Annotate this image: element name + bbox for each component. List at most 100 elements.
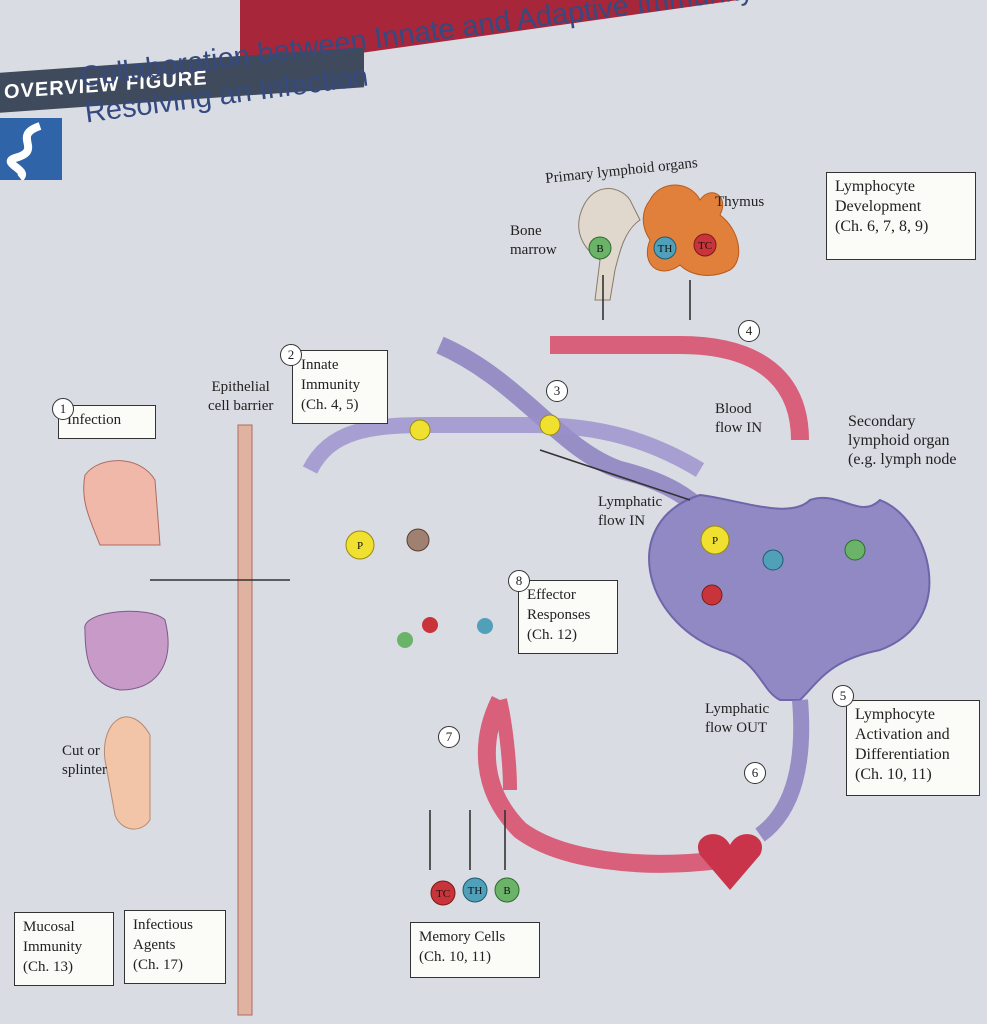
b-label-marrow: B [596, 243, 603, 255]
epithelial-label-2: cell barrier [208, 398, 274, 414]
blood-vessel-left [493, 698, 517, 791]
box-line: (Ch. 4, 5) [301, 397, 359, 413]
blood-flow-in-label: Blood flow IN [715, 400, 762, 438]
node-tc-cell [701, 584, 723, 606]
cut-label-2: splinter [62, 762, 107, 778]
apc-cell-2 [409, 419, 431, 441]
step-8-marker: 8 [508, 570, 530, 592]
lymphatic-out-label-2: flow OUT [705, 720, 768, 736]
b-cell-marrow [588, 236, 612, 260]
arrows-group [150, 275, 691, 870]
secondary-label-3: (e.g. lymph node [848, 451, 957, 468]
innate-immunity-box: Innate Immunity (Ch. 4, 5) [292, 350, 388, 424]
secondary-label-2: lymphoid organ [848, 432, 950, 449]
memory-th-cell [462, 877, 488, 903]
river-logo-icon [0, 118, 62, 180]
lymphatic-out-vessel [755, 699, 810, 842]
cut-label: Cut or splinter [62, 742, 107, 780]
box-line: (Ch. 13) [23, 959, 73, 975]
p-label-apc: P [357, 540, 363, 552]
tc-label-memory: TC [436, 888, 450, 900]
step-1-marker: 1 [52, 398, 74, 420]
box-line: Effector [527, 587, 576, 603]
lymphatic-in-label: Lymphatic flow IN [598, 493, 662, 531]
box-line: Immunity [301, 377, 361, 393]
river-logo-graphic [6, 122, 42, 180]
lymphocyte-development-box: Lymphocyte Development (Ch. 6, 7, 8, 9) [826, 172, 976, 260]
memory-cells-box: Memory Cells (Ch. 10, 11) [410, 922, 540, 978]
box-line: Agents [133, 937, 176, 953]
heart-shape [697, 834, 763, 890]
b-label-memory: B [503, 885, 510, 897]
epithelial-label-1: Epithelial [211, 379, 270, 395]
node-b-cell [844, 539, 866, 561]
lymphatic-vessel-upper [302, 417, 705, 477]
blood-flow-in-label-1: Blood [715, 401, 752, 417]
apc-cell-node [700, 525, 730, 555]
node-th-cell [762, 549, 784, 571]
apc-cell-3 [539, 414, 561, 436]
mucosal-immunity-box: Mucosal Immunity (Ch. 13) [14, 912, 114, 986]
box-line: Infectious [133, 917, 193, 933]
memory-tc-cell [430, 880, 456, 906]
step-5-marker: 5 [832, 685, 854, 707]
arrow-lymph-to-node [539, 449, 691, 501]
box-line: (Ch. 17) [133, 957, 183, 973]
blood-vessel-out [477, 695, 722, 873]
box-line: Lymphocyte [835, 178, 915, 195]
memory-b-cell [494, 877, 520, 903]
lymphatic-in-label-2: flow IN [598, 513, 646, 529]
tc-label-thymus: TC [698, 240, 712, 252]
box-line: Activation and [855, 726, 950, 743]
face-shape [83, 460, 161, 546]
step-2-marker: 2 [280, 344, 302, 366]
bone-marrow-label: Bone marrow [510, 222, 557, 260]
box-line: Innate [301, 357, 339, 373]
th-cell-thymus [653, 236, 677, 260]
epithelial-label: Epithelial cell barrier [208, 378, 273, 416]
box-line: (Ch. 10, 11) [855, 766, 932, 783]
hand-shape [103, 716, 151, 830]
lymphatic-in-label-1: Lymphatic [598, 494, 663, 510]
th-label-thymus: TH [658, 243, 673, 255]
box-line: Development [835, 198, 922, 215]
secondary-organ-label: Secondary lymphoid organ (e.g. lymph nod… [848, 412, 956, 469]
box-line: (Ch. 10, 11) [419, 949, 491, 965]
box-line: Differentiation [855, 746, 950, 763]
blood-flow-in-label-2: flow IN [715, 420, 763, 436]
step-6-marker: 6 [744, 762, 766, 784]
lymphatic-out-label-1: Lymphatic [705, 701, 770, 717]
cells-group [345, 233, 866, 906]
lymphocyte-activation-box: Lymphocyte Activation and Differentiatio… [846, 700, 980, 796]
macrophage-cell [406, 528, 430, 552]
step-4-marker: 4 [738, 320, 760, 342]
cut-label-1: Cut or [62, 743, 100, 759]
box-line: (Ch. 6, 7, 8, 9) [835, 218, 929, 235]
box-line: Lymphocyte [855, 706, 935, 723]
box-line: Responses [527, 607, 591, 623]
lymphatic-out-label: Lymphatic flow OUT [705, 700, 769, 738]
infectious-agents-box: Infectious Agents (Ch. 17) [124, 910, 226, 984]
p-label-node: P [712, 535, 718, 547]
box-line: Memory Cells [419, 929, 506, 945]
lymph-node-body [648, 493, 931, 701]
effector-responses-box: Effector Responses (Ch. 12) [518, 580, 618, 654]
infection-box: Infection [58, 405, 156, 439]
tc-cell-thymus [693, 233, 717, 257]
apc-cell-1 [345, 530, 375, 560]
epithelial-barrier [237, 424, 253, 1016]
box-line: Mucosal [23, 919, 75, 935]
effector-th-cell [477, 618, 493, 634]
effector-b-cell [397, 632, 413, 648]
blood-vessel-in [550, 336, 809, 441]
thymus-label: Thymus [715, 194, 765, 210]
step-3-marker: 3 [546, 380, 568, 402]
th-label-memory: TH [468, 885, 483, 897]
secondary-label-1: Secondary [848, 413, 916, 430]
bone-marrow-label-2: marrow [510, 242, 557, 258]
box-line: Immunity [23, 939, 83, 955]
box-line: (Ch. 12) [527, 627, 577, 643]
box-line: Infection [67, 412, 122, 428]
step-7-marker: 7 [438, 726, 460, 748]
